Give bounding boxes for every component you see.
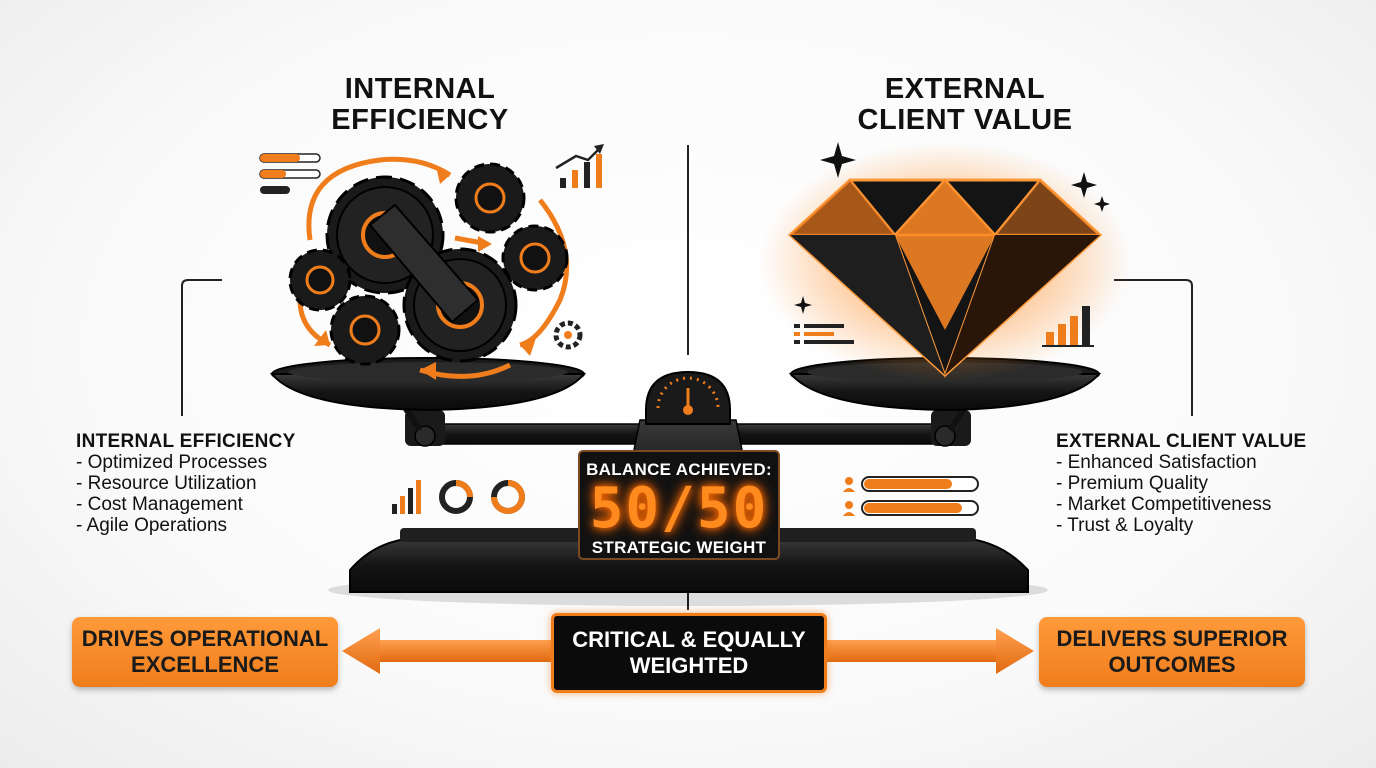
sparkle-icon	[1071, 172, 1097, 198]
list-item: - Cost Management	[76, 494, 243, 515]
growth-chart-icon	[555, 144, 604, 188]
list-item: - Resource Utilization	[76, 473, 257, 494]
heading-line-2: CLIENT VALUE	[857, 104, 1073, 136]
box-line-1: DELIVERS SUPERIOR	[1056, 626, 1288, 651]
list-item: - Optimized Processes	[76, 452, 268, 473]
box-line-2: OUTCOMES	[1108, 652, 1236, 677]
list-item: - Premium Quality	[1056, 473, 1209, 494]
list-bars-icon	[794, 324, 854, 344]
heading-internal-efficiency: INTERNAL EFFICIENCY	[300, 74, 540, 136]
critical-equally-weighted-box: CRITICAL & EQUALLY WEIGHTED	[551, 613, 827, 693]
box-line-2: WEIGHTED	[629, 653, 749, 678]
display-value: 50/50	[589, 476, 769, 541]
sparkle-icon	[820, 142, 856, 178]
internal-efficiency-list: INTERNAL EFFICIENCY - Optimized Processe…	[76, 431, 336, 536]
list-title: EXTERNAL CLIENT VALUE	[1056, 431, 1307, 452]
display-top-label: BALANCE ACHIEVED:	[586, 460, 772, 479]
left-bracket-line	[181, 279, 222, 416]
heading-external-client-value: EXTERNAL CLIENT VALUE	[830, 74, 1100, 136]
heading-line-2: EFFICIENCY	[331, 104, 509, 136]
heading-line-1: EXTERNAL	[884, 73, 1046, 105]
list-item: - Market Competitiveness	[1056, 494, 1272, 515]
list-item: - Trust & Loyalty	[1056, 515, 1194, 536]
mini-bar-chart-icon	[392, 480, 421, 514]
sparkle-icon	[1094, 196, 1110, 212]
box-line-2: EXCELLENCE	[131, 652, 279, 677]
bar-chart-icon	[1042, 306, 1094, 347]
list-title: INTERNAL EFFICIENCY	[76, 431, 296, 452]
display-bottom-label: STRATEGIC WEIGHT	[591, 538, 767, 557]
heading-line-1: INTERNAL	[344, 73, 496, 105]
right-arrow-icon	[822, 628, 1034, 674]
donut-chart-icon	[491, 480, 525, 514]
progress-bars-icon	[259, 153, 321, 194]
gears-icon	[288, 156, 583, 380]
delivers-superior-outcomes-box: DELIVERS SUPERIOR OUTCOMES	[1039, 617, 1305, 687]
drives-operational-excellence-box: DRIVES OPERATIONAL EXCELLENCE	[72, 617, 338, 687]
sparkle-icon	[794, 296, 812, 314]
left-pan	[269, 357, 587, 412]
donut-chart-icon	[439, 480, 473, 514]
right-bracket-line	[1114, 279, 1193, 416]
external-client-value-list: EXTERNAL CLIENT VALUE - Enhanced Satisfa…	[1056, 431, 1356, 536]
list-item: - Agile Operations	[76, 515, 228, 536]
box-line-1: DRIVES OPERATIONAL	[81, 626, 329, 651]
gauge-icon	[645, 370, 731, 425]
diamond-icon	[787, 178, 1103, 378]
left-arrow-icon	[342, 628, 554, 674]
list-item: - Enhanced Satisfaction	[1056, 452, 1257, 473]
user-satisfaction-bars-icon	[843, 476, 979, 516]
balance-display: BALANCE ACHIEVED: 50/50 STRATEGIC WEIGHT	[578, 450, 780, 560]
box-line-1: CRITICAL & EQUALLY	[572, 627, 806, 652]
